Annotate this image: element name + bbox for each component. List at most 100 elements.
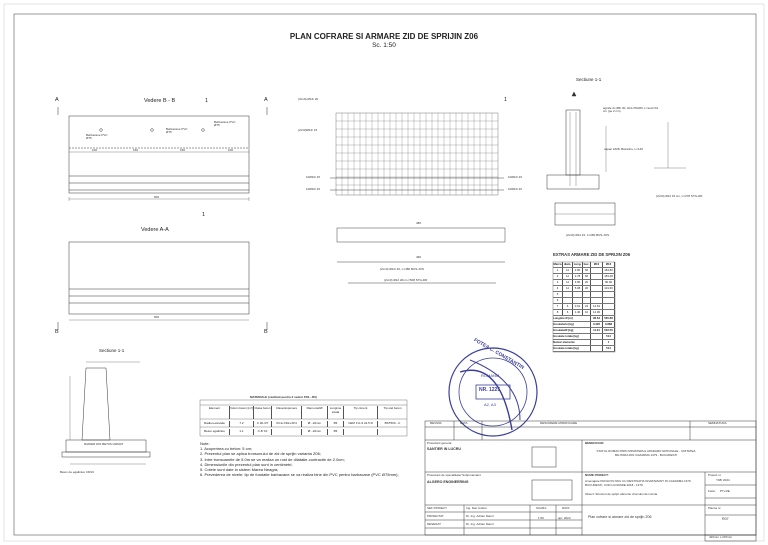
materials-cell: CEM II A-S 42.5 R (344, 421, 378, 427)
materials-cell (378, 429, 407, 435)
tb-specialty-name: ALGERO ENGINEERING (427, 480, 469, 484)
schedule-summary-cell: Greutate/Ø [kg] (553, 328, 591, 333)
schedule-summary-cell: 11.31 (591, 328, 603, 333)
section-detail-linework (61, 361, 151, 465)
materials-header-cell: Tip otel beton (383, 406, 402, 410)
view-aa-linework (57, 241, 268, 330)
schedule-cell (603, 304, 615, 309)
view-aa-title: Vedere A-A (141, 227, 169, 233)
schedule-cell (583, 298, 591, 303)
schedule-summary-cell: 0.888 (603, 322, 615, 327)
schedule-summary-cell: 0.395 (591, 322, 603, 327)
schedule-cell: 12 (563, 286, 573, 291)
schedule-cell (603, 298, 615, 303)
materials-cell: Radier+elevatie (200, 421, 230, 427)
view-bb-linework (57, 107, 268, 201)
stamp-country: ROMANIA (481, 373, 500, 378)
schedule-summary-cell: 1 (603, 340, 615, 345)
cut-marker-1-top: 1 (205, 98, 209, 104)
materials-header-cell: Diam.otel/Ø (302, 406, 328, 419)
tb-designer-name: Dr. Ing. Adrian Damir (466, 514, 494, 518)
barbacane-note-2: Barbacane PVC Ø75 (166, 127, 188, 134)
schedule-cell: Ø10 (591, 262, 603, 267)
materials-header-cell: Volum beton [m³] (230, 406, 254, 419)
schedule-cell: 183.48 (603, 274, 615, 279)
schedule-cell: 4 (553, 286, 563, 291)
tb-date-label: DATA (562, 506, 570, 510)
schedule-cell: 3 (553, 280, 563, 285)
barbacane-note-1: Barbacane PVC Ø75 (86, 133, 108, 140)
schedule-cell: 184.80 (603, 268, 615, 273)
schedule-cell (563, 298, 573, 303)
section-marker-b-left: B (55, 329, 59, 335)
schedule-cell (603, 310, 615, 315)
schedule-cell: 1.40 (573, 310, 583, 315)
dimension-100-b: 100 (228, 148, 234, 152)
schedule-summary-cell: Greutate/m [kg] (553, 322, 591, 327)
materials-row: Radier+elevatie 7.2 C 30-/37 XC4+XD2+XF4… (200, 421, 407, 427)
schedule-cell: diam. [mm] (563, 262, 573, 267)
schedule-cell (591, 280, 603, 285)
tb-drafter-name: Dr. Ing. Adrian Damir (466, 522, 494, 526)
rebar-bar-3-label: (2x33) Ø12 15 cm, L=278 STG-DR (656, 194, 703, 198)
schedule-cell: 6 (553, 298, 563, 303)
rebar-label-right-1: 10Ø12/ 20 (508, 175, 523, 179)
schedule-cell: 14.00 (591, 310, 603, 315)
tb-col-revizia: REVIZIA (430, 421, 442, 425)
schedule-cell: Lung. [m] (573, 262, 583, 267)
drawing-scale: Sc. 1:50 (372, 42, 396, 49)
drawing-title: PLAN COFRARE SI ARMARE ZID DE SPRIJIN Z0… (289, 32, 479, 41)
schedule-cell (583, 292, 591, 297)
materials-cell (272, 429, 302, 435)
stirrup-note: agrafe 2x Ø6/ 30, 9x/L=56x80, L=sect=61 … (603, 106, 659, 113)
schedule-cell (603, 292, 615, 297)
schedule-cell: 66 (583, 274, 591, 279)
titleblock-linework (424, 420, 757, 542)
materials-header-cell: Clasa Expunere (272, 406, 302, 419)
rebar-bar-2-label: (2x33) Ø12 15, L=280 BUS-JOS (566, 233, 610, 237)
materials-cell: 7.2 (230, 421, 254, 427)
tb-project-label: NUME PROIECT: (585, 473, 609, 477)
section-marker-b-right: B (264, 329, 268, 335)
schedule-summary-cell: Lungime Ø [m] (553, 316, 591, 321)
cut-marker-1-elevation: 1 (504, 97, 508, 103)
dimension-100-a: 100 (92, 148, 98, 152)
engineer-stamp (448, 347, 538, 437)
dimension-150-a: 150 (133, 148, 139, 152)
materials-cell: B3 (328, 429, 344, 435)
schedule-cell: buc. (583, 262, 591, 267)
tb-format: 420mm x 297mm (709, 535, 733, 539)
schedule-cell: 5.08 (573, 286, 583, 291)
schedule-summary-row: Greutate totala [kg]514 (553, 334, 615, 340)
section-detail-title: Sectiune 1-1 (99, 348, 125, 353)
foundation-label: RADIER DIN BETON ARMAT (84, 442, 124, 446)
tb-beneficiary-label: BENEFICIAR: (585, 441, 605, 445)
schedule-cell (591, 286, 603, 291)
schedule-cell (591, 268, 603, 273)
schedule-summary-cell: 514 (603, 346, 615, 351)
tb-general-name: SANTIER IN LUCRU (427, 447, 461, 451)
schedule-summary-cell (591, 340, 603, 345)
tb-project-name: Amenajare PAVILION NOU CU DESTINATIA INV… (585, 479, 691, 487)
tb-chief-label: SEF PROIECT (427, 506, 448, 510)
stamp-grade: A2, A3 (484, 402, 496, 407)
dimension-490: 490 (416, 255, 422, 259)
materials-row: Beton egalizare 1.1 C 8/ 10 Ø...22mm B3 (200, 429, 407, 435)
rebar-mesh-linework (330, 112, 504, 196)
section-11-linework (546, 91, 686, 226)
note-item: 3. Intre tronsoanele de 5.0m se va reali… (200, 456, 345, 462)
notes-heading: Note: (200, 441, 210, 446)
schedule-cell: 4.80 (573, 280, 583, 285)
tb-phase: PT+DE (720, 489, 730, 493)
schedule-summary-cell: Greutate totala [kg] (553, 346, 591, 351)
materials-cell: Beton egalizare (200, 429, 230, 435)
tb-designed-label: PROIECTAT (427, 514, 444, 518)
